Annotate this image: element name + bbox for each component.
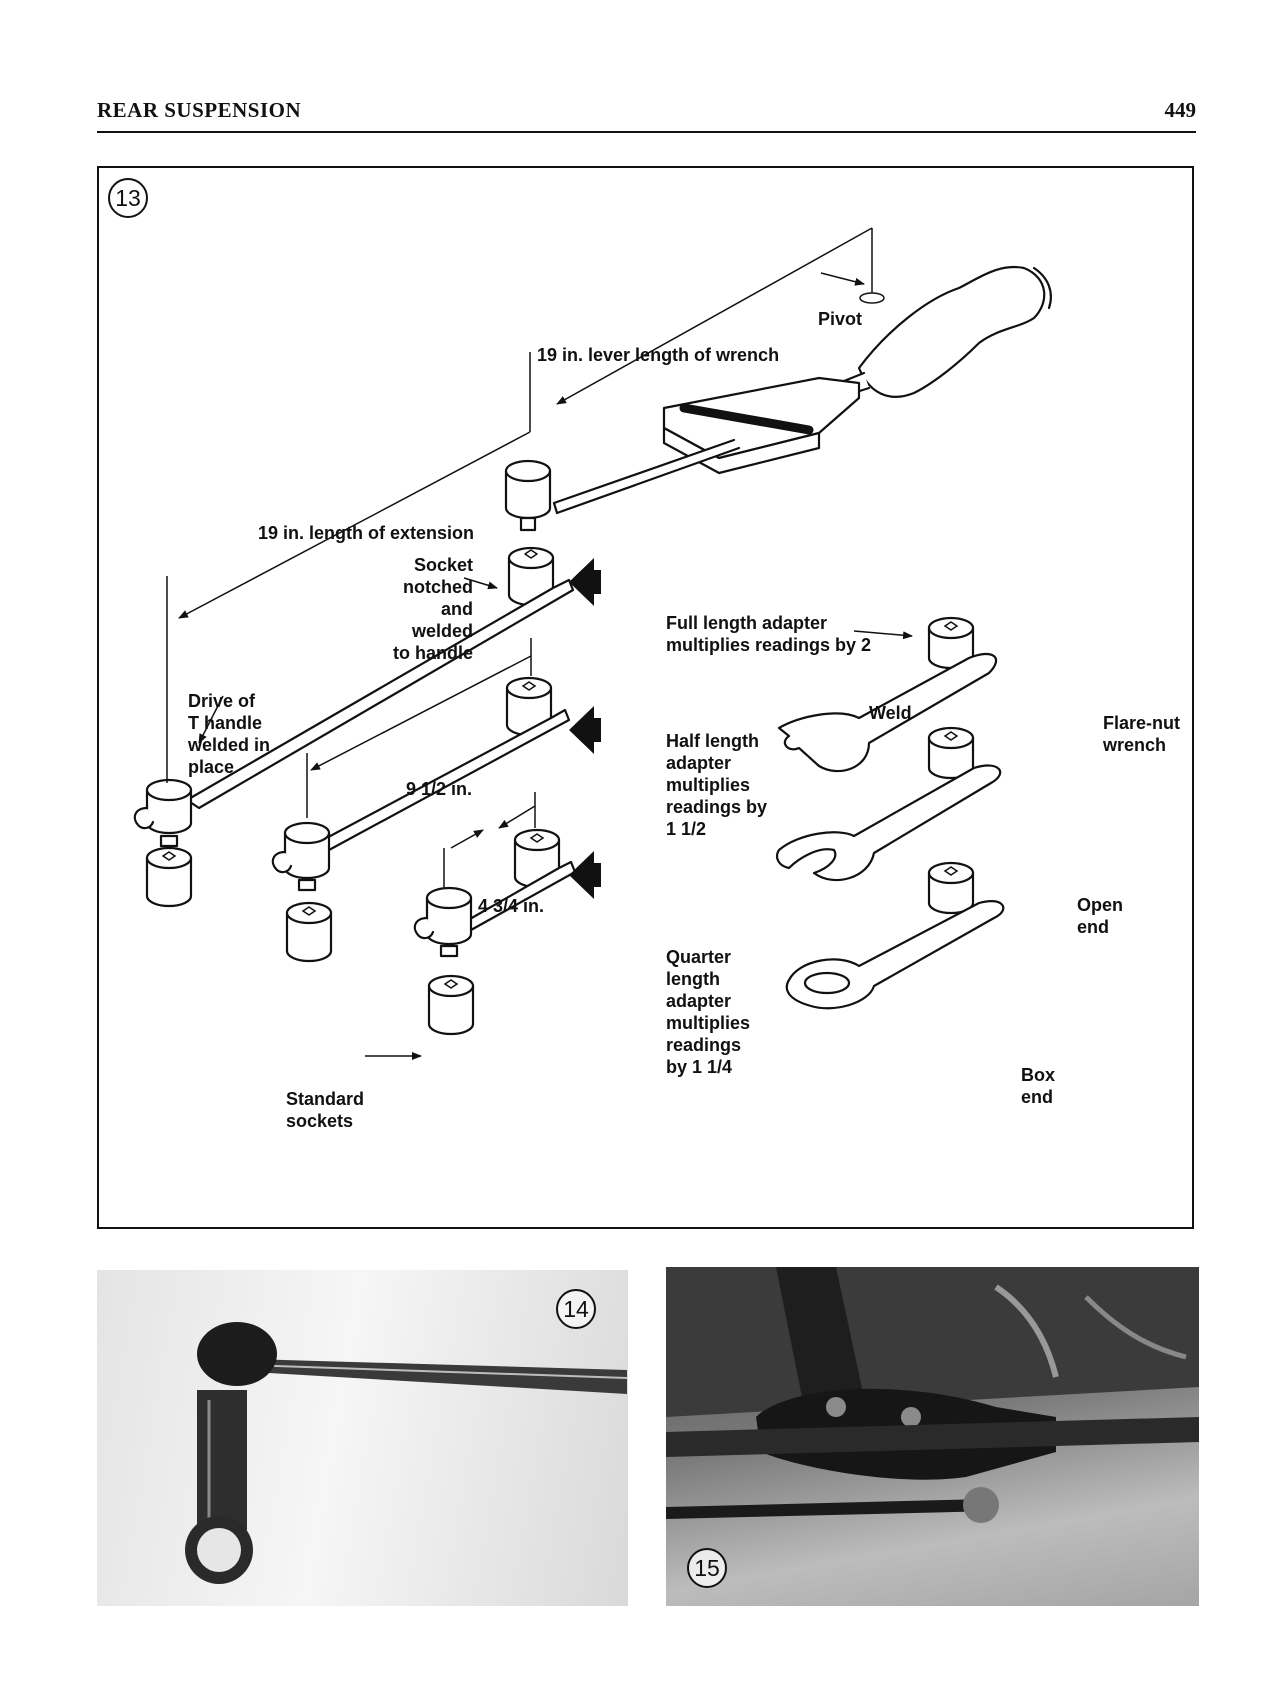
pivot-label: Pivot xyxy=(818,309,863,329)
socket-notched-label: Socket notched and welded to handle xyxy=(393,555,473,663)
photo-14: 14 xyxy=(97,1270,628,1606)
torque-wrench xyxy=(552,265,1052,515)
standard-sockets-label: Standard sockets xyxy=(286,1089,365,1131)
figure-number-14: 14 xyxy=(556,1289,596,1329)
header-rule xyxy=(97,131,1196,133)
open-end-wrench xyxy=(775,726,1002,882)
standard-socket-3 xyxy=(427,984,475,1036)
photo-15: 15 xyxy=(666,1267,1199,1606)
lever-length-label: 19 in. lever length of wrench xyxy=(537,345,780,365)
half-length-adapter-label: Half length adapter multiplies readings … xyxy=(666,731,768,839)
full-length-arrow xyxy=(569,558,601,606)
open-end-label: Open end xyxy=(1077,895,1124,937)
half-length-arrow xyxy=(569,706,601,754)
standard-socket-2 xyxy=(285,911,333,963)
quarter-length-adapter-label: Quarter length adapter multiplies readin… xyxy=(666,947,751,1077)
running-header-title: REAR SUSPENSION xyxy=(97,98,302,122)
figure-number-15: 15 xyxy=(687,1548,727,1588)
torque-wrench-adapter-diagram xyxy=(133,227,1052,1060)
drive-t-handle-label: Drive of T handle welded in place xyxy=(188,691,271,777)
photo-14-image xyxy=(185,1322,628,1584)
figure-number-13: 13 xyxy=(108,178,148,218)
half-length-adapter xyxy=(271,676,571,892)
figure-13: 13 Pivot 19 in. lever length of wrench 1… xyxy=(97,166,1194,1229)
page-number: 449 xyxy=(1164,98,1197,122)
standard-socket-1 xyxy=(145,856,193,908)
box-end-wrench xyxy=(785,861,1005,1010)
extension-length-label: 19 in. length of extension xyxy=(258,523,475,543)
quarter-length-arrow xyxy=(569,851,601,899)
full-length-adapter xyxy=(133,546,575,848)
four-three-quarter-inch-label: 4 3/4 in. xyxy=(478,896,545,916)
flare-nut-wrench xyxy=(777,616,997,773)
full-length-adapter-label: Full length adapter multiplies readings … xyxy=(666,613,872,655)
box-end-label: Box end xyxy=(1021,1065,1056,1107)
quarter-length-adapter xyxy=(413,828,577,958)
nine-half-inch-label: 9 1/2 in. xyxy=(406,779,473,799)
photo-15-image xyxy=(666,1267,1199,1523)
flare-nut-wrench-label: Flare-nut wrench xyxy=(1103,713,1181,755)
weld-label: Weld xyxy=(869,703,912,723)
